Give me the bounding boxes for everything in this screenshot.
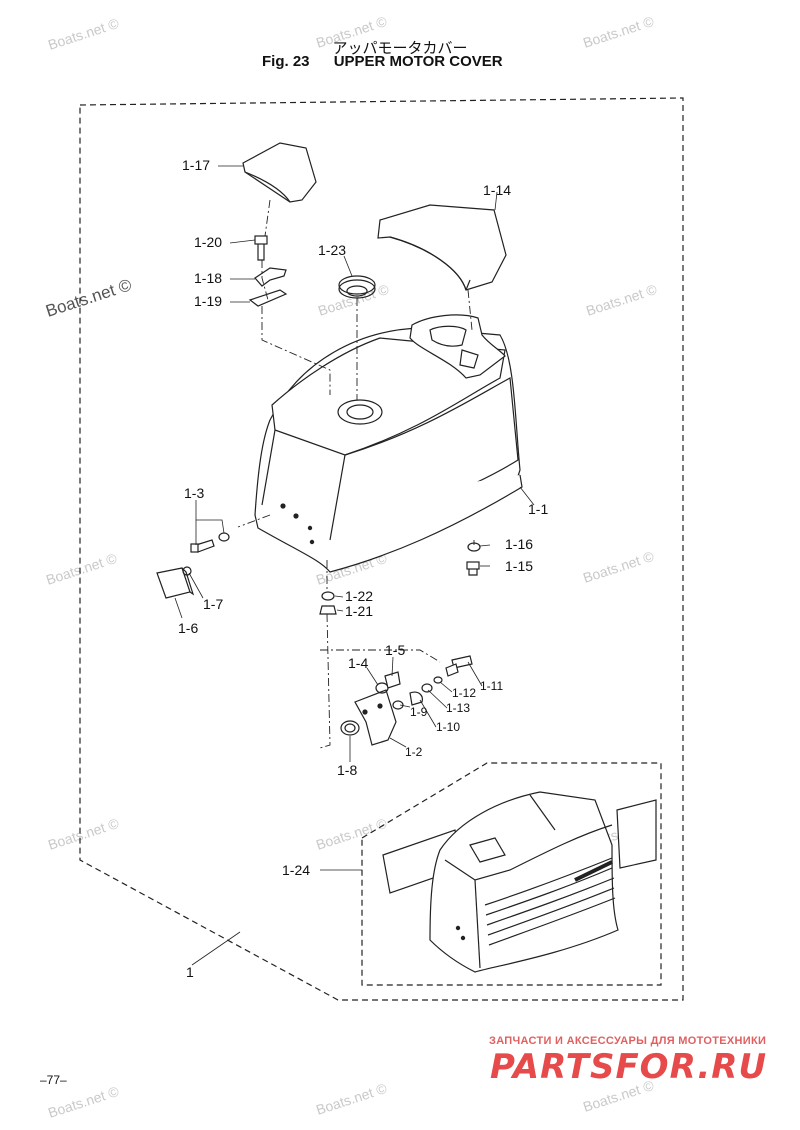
- figure-number: Fig. 23: [262, 53, 310, 70]
- watermark: Boats.net ©: [43, 275, 134, 321]
- figure-title: Fig. 23 UPPER MOTOR COVER: [262, 53, 523, 70]
- logo-subtitle: ЗАПЧАСТИ И АКСЕССУАРЫ ДЛЯ МОТОТЕХНИКИ: [489, 1035, 767, 1047]
- figure-name: UPPER MOTOR COVER: [333, 53, 503, 70]
- part-1-21-nut: [319, 605, 337, 615]
- callout-1-2: 1-2: [405, 745, 423, 759]
- latch-bracket-group: [340, 655, 473, 746]
- watermark: Boats.net ©: [44, 550, 119, 588]
- upper-motor-cover: [254, 314, 523, 573]
- callout-1-15: 1-15: [505, 558, 533, 574]
- inset-boundary: [361, 762, 662, 986]
- callout-1-4: 1-4: [348, 655, 368, 671]
- part-1-14-cap: [377, 204, 507, 291]
- callout-1-19: 1-19: [194, 293, 222, 309]
- watermark: Boats.net ©: [46, 815, 121, 853]
- callout-1-24: 1-24: [282, 862, 310, 878]
- callout-1-5: 1-5: [385, 642, 405, 658]
- callout-1-22: 1-22: [345, 588, 373, 604]
- leader-lines: [174, 165, 535, 966]
- callout-labels: 1-17 1-14 1-20 1-23 1-18 1-19 1-3 1-1 1-…: [178, 157, 548, 980]
- watermark: Boats.net ©: [581, 13, 656, 51]
- callout-1-20: 1-20: [194, 234, 222, 250]
- part-1-3-screw: [190, 532, 230, 553]
- part-1-18-latch: [254, 267, 287, 287]
- page-number: –77–: [40, 1073, 67, 1087]
- part-1-15-bolt: [466, 561, 480, 576]
- watermarks: Boats.net © Boats.net © Boats.net © Boat…: [43, 13, 659, 1121]
- part-1-19-plate: [248, 289, 288, 307]
- part-1-22-washer: [321, 591, 335, 601]
- callout-1-13: 1-13: [446, 701, 470, 715]
- callout-1-11: 1-11: [480, 679, 503, 693]
- callout-1-8: 1-8: [337, 762, 357, 778]
- watermark: Boats.net ©: [581, 548, 656, 586]
- callout-1-18: 1-18: [194, 270, 222, 286]
- callout-1-1: 1-1: [528, 501, 548, 517]
- callout-1-9: 1-9: [410, 705, 428, 719]
- assembly-boundary: [79, 97, 684, 1001]
- callout-1-12: 1-12: [452, 686, 476, 700]
- callout-1: 1: [186, 964, 194, 980]
- title-japanese: アッパモータカバー: [332, 39, 468, 57]
- watermark: Boats.net ©: [46, 1083, 121, 1121]
- callout-1-3: 1-3: [184, 485, 204, 501]
- callout-1-21: 1-21: [345, 603, 373, 619]
- callout-1-7: 1-7: [203, 596, 223, 612]
- watermark: Boats.net ©: [314, 13, 389, 51]
- assembly-lines: [237, 199, 475, 749]
- callout-1-16: 1-16: [505, 536, 533, 552]
- site-logo: PARTSFOR.RU: [490, 1047, 768, 1087]
- part-1-20-bolt: [254, 235, 268, 261]
- callout-1-10: 1-10: [436, 720, 460, 734]
- watermark: Boats.net ©: [584, 281, 659, 319]
- watermark: Boats.net ©: [314, 815, 389, 853]
- watermark: Boats.net ©: [314, 1080, 389, 1118]
- part-1-24-decal-cover: [382, 791, 657, 973]
- watermark: Boats.net ©: [46, 15, 121, 53]
- callout-1-6: 1-6: [178, 620, 198, 636]
- part-1-17-cover: [242, 142, 317, 203]
- part-1-6-handle: [156, 566, 195, 599]
- callout-1-23: 1-23: [318, 242, 346, 258]
- callout-1-14: 1-14: [483, 182, 511, 198]
- callout-1-17: 1-17: [182, 157, 210, 173]
